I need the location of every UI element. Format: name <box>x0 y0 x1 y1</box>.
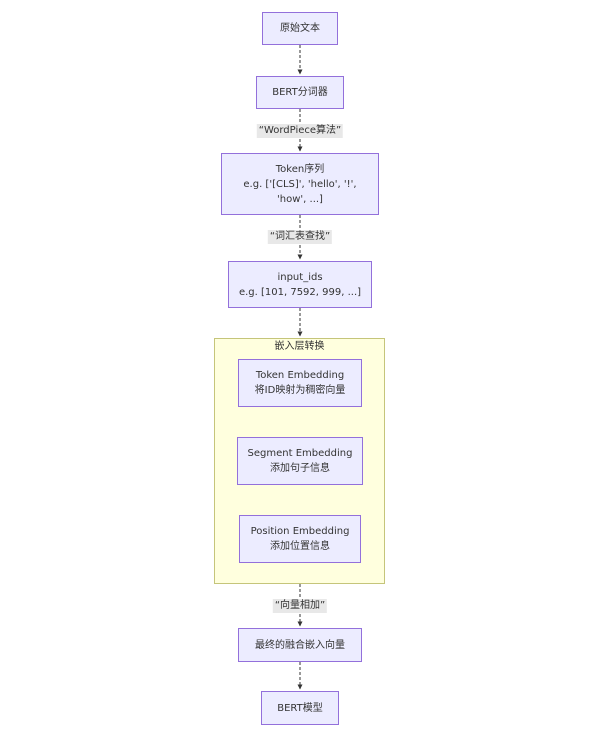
node-token-sequence-line2: 'how', ...] <box>277 193 323 205</box>
node-raw-text-label: 原始文本 <box>280 23 320 34</box>
node-token-sequence-line1: e.g. ['[CLS]', 'hello', '!', <box>243 178 357 190</box>
node-segment-embedding-title: Segment Embedding <box>247 448 353 459</box>
node-bert-tokenizer: BERT分词器 <box>256 76 344 109</box>
node-bert-tokenizer-label: BERT分词器 <box>272 87 328 98</box>
node-token-embedding-title: Token Embedding <box>255 370 345 381</box>
node-bert-model-label: BERT模型 <box>277 702 323 714</box>
node-input-ids-title: input_ids <box>277 271 323 283</box>
node-position-embedding-title: Position Embedding <box>250 526 350 537</box>
edge-label-wordpiece: “WordPiece算法” <box>256 124 344 138</box>
node-segment-embedding: Segment Embedding 添加句子信息 <box>237 437 363 485</box>
edge-label-vector-add: “向量相加” <box>272 599 328 613</box>
node-input-ids: input_ids e.g. [101, 7592, 999, ...] <box>228 261 372 308</box>
node-position-embedding: Position Embedding 添加位置信息 <box>239 515 361 563</box>
cluster-embedding-layer-title: 嵌入层转换 <box>274 341 325 352</box>
node-token-sequence: Token序列 e.g. ['[CLS]', 'hello', '!', 'ho… <box>221 153 379 215</box>
node-raw-text: 原始文本 <box>262 12 338 45</box>
node-token-embedding: Token Embedding 将ID映射为稠密向量 <box>238 359 362 407</box>
node-token-sequence-title: Token序列 <box>275 163 325 175</box>
node-position-embedding-desc: 添加位置信息 <box>270 541 330 552</box>
edge-label-vocab-lookup: “词汇表查找” <box>267 230 333 244</box>
node-segment-embedding-desc: 添加句子信息 <box>270 463 330 474</box>
node-final-embedding: 最终的融合嵌入向量 <box>238 628 362 662</box>
node-token-embedding-desc: 将ID映射为稠密向量 <box>254 385 346 396</box>
node-input-ids-line1: e.g. [101, 7592, 999, ...] <box>238 286 362 298</box>
node-bert-model: BERT模型 <box>261 691 339 725</box>
node-final-embedding-label: 最终的融合嵌入向量 <box>255 639 345 651</box>
